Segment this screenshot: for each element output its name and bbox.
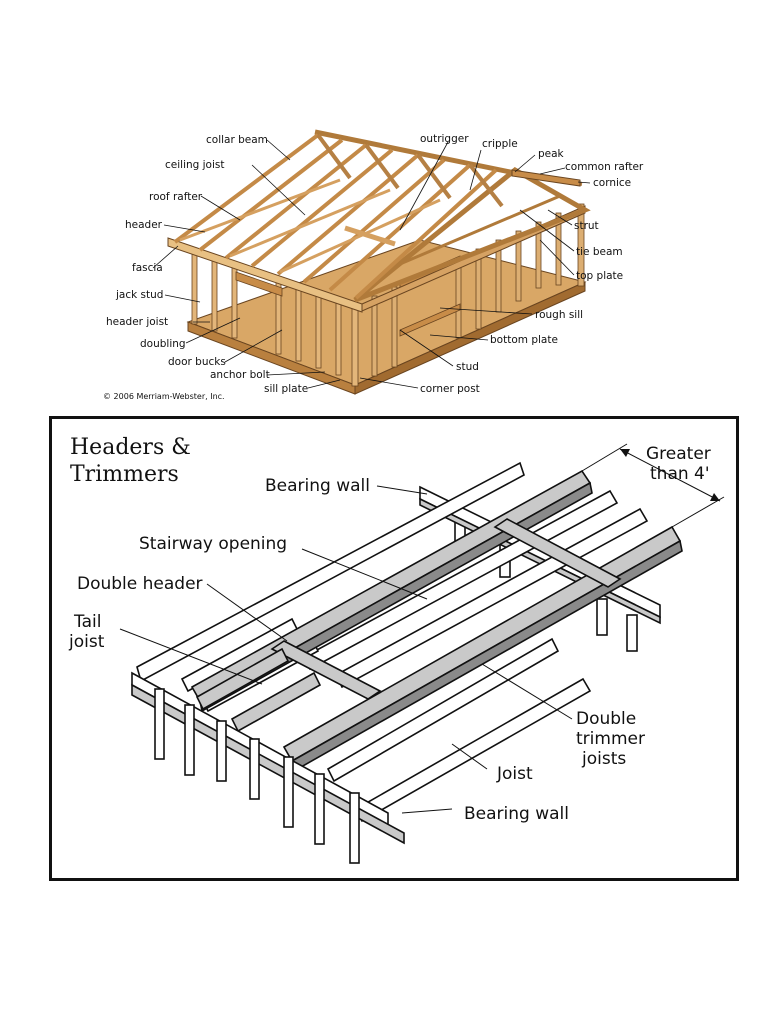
label-tail-line2: joist [68,632,105,652]
headers-trimmers-diagram: Headers & Trimmers [68,435,725,864]
label-corner-post: corner post [420,383,480,395]
label-joist: Joist [496,764,533,784]
label-top-plate: top plate [576,270,623,282]
dimension-greater-than [581,443,725,528]
collar-beam-line [344,225,396,247]
label-sill-plate: sill plate [264,383,308,395]
back-rafters [316,133,583,208]
label-double-header: Double header [77,574,203,594]
label-bottom-plate: bottom plate [490,334,558,346]
sill-side-face [354,281,586,395]
label-tie-beam: tie beam [576,246,623,258]
label-doubling: doubling [140,338,186,350]
label-header: header [125,219,163,231]
title-line-1: Headers & [70,435,191,460]
label-ceiling-joist: ceiling joist [165,159,225,171]
headers-trimmers-panel: Headers & Trimmers [49,416,739,881]
tail-joist-1 [195,647,290,711]
front-bearing-beam-face [131,683,405,845]
house-framing-diagram: collar beam ceiling joist roof rafter he… [103,129,644,401]
fascia-beam [167,237,363,313]
label-outrigger: outrigger [420,133,469,145]
label-stairway-opening: Stairway opening [139,534,287,554]
label-greater-line2: than 4' [650,464,710,484]
label-header-joist: header joist [106,316,168,328]
title-line-2: Trimmers [70,462,179,487]
rough-sill-shape [399,303,461,337]
label-peak: peak [538,148,565,160]
house-frame-illustration [167,129,591,395]
label-door-bucks: door bucks [168,356,226,368]
side-wall-studs [371,203,585,377]
label-stud: stud [456,361,479,373]
door-header [235,271,283,297]
label-strut: strut [574,220,599,232]
framing-leader-lines [152,139,591,389]
label-roof-rafter: roof rafter [149,191,203,203]
label-greater-line1: Greater [646,444,711,464]
back-double-header [493,518,622,588]
cornice-shape [511,169,581,187]
label-tail-line1: Tail [73,612,101,632]
label-double-line3: joists [581,749,626,769]
front-double-header [270,640,382,700]
label-cripple: cripple [482,138,518,150]
roof-rafters [173,133,498,300]
front-wall-posts [154,688,360,864]
floor-joists [136,461,649,823]
ridge-beam [314,129,521,177]
gable-end [353,166,591,303]
tie-beam-line [399,194,561,266]
headers-leader-lines [119,485,573,814]
label-rough-sill: rough sill [535,309,583,321]
label-double-line1: Double [576,709,636,729]
copyright-text: © 2006 Merriam-Webster, Inc. [103,392,225,401]
label-bearing-wall-bottom: Bearing wall [464,804,569,824]
label-anchor-bolt: anchor bolt [210,369,270,381]
label-bearing-wall-top: Bearing wall [265,476,370,496]
label-common-rafter: common rafter [565,161,644,173]
tail-joist-2 [230,671,322,733]
label-double-line2: trimmer [576,729,645,749]
label-collar-beam: collar beam [206,134,268,146]
label-jack-stud: jack stud [115,289,163,301]
label-cornice: cornice [593,177,631,189]
ceiling-joists [179,178,441,274]
label-fascia: fascia [132,262,163,274]
